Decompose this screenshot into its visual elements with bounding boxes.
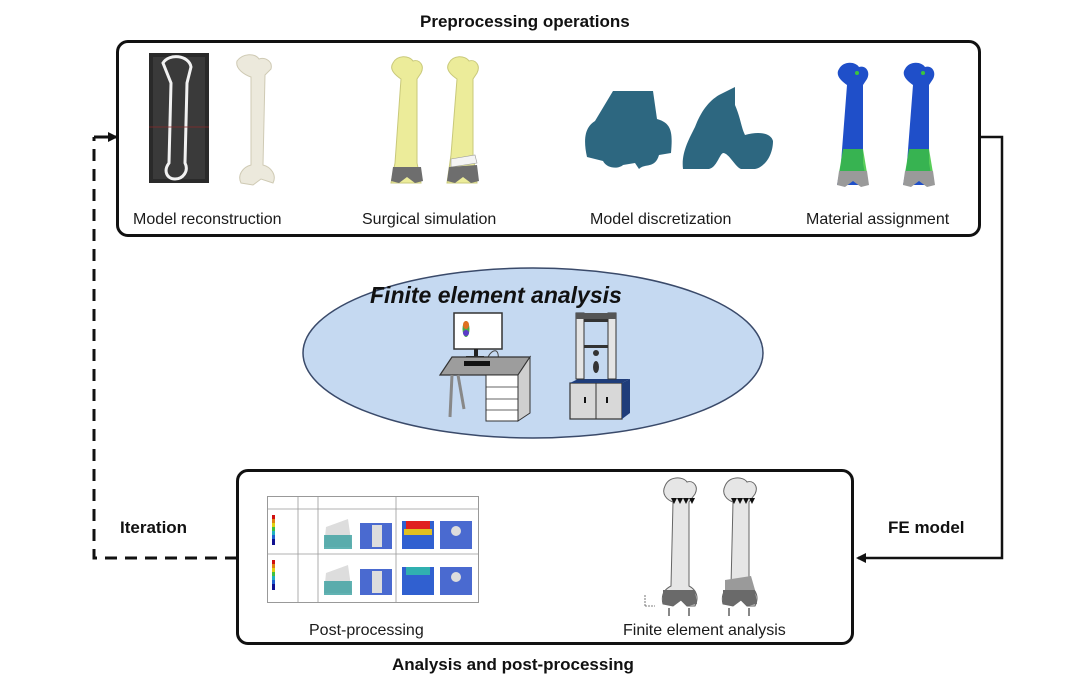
loaded-femur-icon — [661, 477, 698, 616]
preprocessing-box: Model reconstruction Surgical simulation… — [116, 40, 981, 237]
testing-machine-icon — [569, 312, 630, 420]
stress-contour-table-icon — [267, 496, 479, 603]
color-legend — [272, 515, 275, 590]
analysis-box: Post-processing Finite element analysis — [236, 469, 854, 645]
stage-label-finite-element-analysis: Finite element analysis — [623, 622, 786, 639]
femur-osteotomy-icon — [446, 56, 479, 184]
ct-scan-icon — [149, 53, 209, 183]
fea-title: Finite element analysis — [370, 282, 622, 308]
surgical-simulation-figure — [390, 56, 479, 184]
stage-label-model-reconstruction: Model reconstruction — [133, 211, 282, 228]
computer-desk-icon — [438, 312, 532, 422]
femur-osteotomy-icon — [390, 56, 423, 184]
panel-c — [324, 565, 392, 595]
panel-a — [324, 519, 392, 549]
loaded-femur-icon — [721, 477, 758, 616]
iteration-connector — [92, 137, 237, 560]
stage-label-model-discretization: Model discretization — [590, 211, 732, 228]
fe-model-connector — [856, 135, 1004, 563]
femur-material-map-icon — [837, 62, 869, 187]
preprocessing-title: Preprocessing operations — [420, 12, 630, 31]
panel-b — [402, 521, 472, 549]
analysis-title: Analysis and post-processing — [392, 655, 634, 674]
panel-d — [402, 567, 472, 595]
meshed-block-icon — [682, 87, 773, 169]
model-discretization-figure — [585, 87, 773, 169]
iteration-label: Iteration — [120, 518, 188, 537]
femur-material-map-icon — [903, 62, 935, 187]
stage-label-post-processing: Post-processing — [309, 622, 424, 639]
stage-label-material-assignment: Material assignment — [806, 211, 950, 228]
model-reconstruction-figure — [149, 53, 275, 186]
femur-model-icon — [236, 54, 275, 186]
fea-ellipse — [302, 267, 764, 439]
fe-model-label: FE model — [888, 518, 965, 537]
loaded-femurs-figure — [644, 477, 758, 616]
meshed-block-icon — [585, 91, 672, 169]
stress-contour-table — [268, 497, 478, 602]
material-assignment-figure — [837, 62, 935, 187]
coordinate-axes-icon — [644, 594, 655, 607]
stage-label-surgical-simulation: Surgical simulation — [362, 211, 497, 228]
